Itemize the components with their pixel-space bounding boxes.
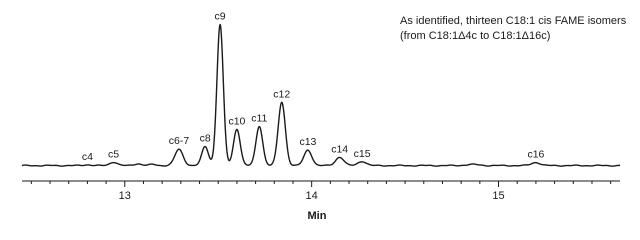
x-tick-label: 13 — [119, 190, 131, 202]
peak-label: c12 — [273, 88, 290, 100]
x-tick-label: 15 — [492, 190, 504, 202]
peak-label: c15 — [354, 148, 371, 160]
peak-label: c10 — [228, 115, 245, 127]
annotation: As identified, thirteen C18:1 cis FAME i… — [400, 15, 627, 42]
peak-label: c8 — [200, 133, 211, 145]
plot-area: 13 14 15 c4 c5 c6-7 c8 c9 c10 c11 c12 c13 c14 c15 c16 — [21, 11, 621, 202]
peak-label: c16 — [527, 149, 544, 161]
peak-label: c13 — [299, 136, 316, 148]
peak-label: c6-7 — [169, 135, 190, 147]
peak-label: c4 — [82, 151, 93, 163]
chromatogram-chart: As identified, thirteen C18:1 cis FAME i… — [21, 11, 627, 222]
annotation-line-2: (from C18:1Δ4c to C18:1Δ16c) — [400, 30, 550, 42]
chromatogram-trace — [21, 23, 621, 167]
peak-label: c11 — [251, 113, 267, 125]
annotation-line-1: As identified, thirteen C18:1 cis FAME i… — [400, 15, 627, 27]
peak-label: c9 — [215, 11, 226, 23]
peak-label: c14 — [331, 143, 348, 155]
chromatogram-svg: As identified, thirteen C18:1 cis FAME i… — [21, 11, 627, 222]
x-tick-label: 14 — [306, 190, 318, 202]
x-axis-title: Min — [308, 210, 327, 222]
peak-label: c5 — [108, 149, 119, 161]
